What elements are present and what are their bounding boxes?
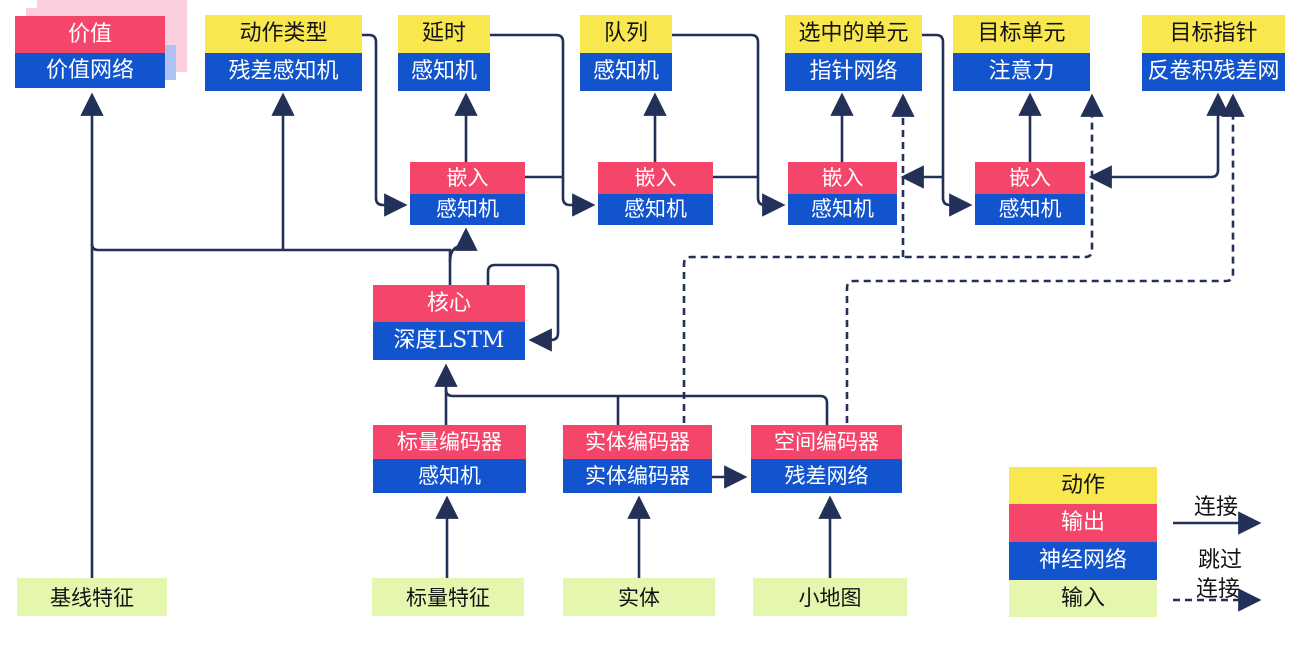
delay-network-label: 感知机 [398,53,490,91]
embed2-network-label: 感知机 [598,194,713,225]
spatial-encoder-network-label: 残差网络 [751,459,902,493]
edge-core-self-loop [486,263,560,352]
node-spatial-encoder: 空间编码器 残差网络 [751,425,902,493]
edge-embed4-target-point [1088,92,1230,189]
entity-encoder-label: 实体编码器 [563,425,712,459]
scalar-encoder-network-label: 感知机 [373,459,526,493]
edge-selected-units-to-embed4 [922,33,973,217]
node-minimap: 小地图 [753,578,907,616]
edge-core-branch-horizontal [90,243,452,285]
node-embed2: 嵌入 感知机 [598,162,713,225]
node-embed4: 嵌入 感知机 [975,162,1085,225]
node-core: 核心 深度LSTM [373,285,525,360]
node-action-type: 动作类型 残差感知机 [205,15,362,91]
node-scalar-encoder: 标量编码器 感知机 [373,425,526,493]
selected-units-label: 选中的单元 [785,15,922,53]
value-output-label: 价值 [15,16,165,53]
node-target-unit: 目标单元 注意力 [953,15,1090,91]
node-delay: 延时 感知机 [398,15,490,91]
embed2-label: 嵌入 [598,162,713,194]
node-baseline-features: 基线特征 [17,578,167,616]
node-entities: 实体 [563,578,715,616]
node-queue: 队列 感知机 [580,15,672,91]
spatial-encoder-label: 空间编码器 [751,425,902,459]
node-value: 价值 价值网络 [15,16,165,88]
edge-action-type-to-embed1 [362,33,408,217]
embed4-label: 嵌入 [975,162,1085,194]
core-label: 核心 [373,285,525,322]
skip-entity-to-target-unit [682,93,1104,423]
node-scalar-features: 标量特征 [372,578,524,616]
edge-core-to-embed1 [448,227,478,263]
embed4-network-label: 感知机 [975,194,1085,225]
edge-encoder-merge-horizontal [444,389,829,425]
legend-output-label: 输出 [1009,504,1157,542]
entity-encoder-network-label: 实体编码器 [563,459,712,493]
embed1-label: 嵌入 [410,162,525,194]
legend-input-label: 输入 [1009,580,1157,617]
queue-network-label: 感知机 [580,53,672,91]
queue-label: 队列 [580,15,672,53]
target-unit-label: 目标单元 [953,15,1090,53]
node-selected-units: 选中的单元 指针网络 [785,15,922,91]
selected-units-network-label: 指针网络 [785,53,922,91]
edge-delay-to-embed2 [490,33,596,217]
legend-action-label: 动作 [1009,467,1157,504]
embed3-label: 嵌入 [788,162,897,194]
target-point-label: 目标指针 [1142,15,1285,53]
edge-queue-to-embed3 [672,33,786,217]
node-embed3: 嵌入 感知机 [788,162,897,225]
target-unit-network-label: 注意力 [953,53,1090,91]
legend-connection-label: 连接 [1194,495,1239,520]
scalar-encoder-label: 标量编码器 [373,425,526,459]
action-type-label: 动作类型 [205,15,362,53]
embed1-network-label: 感知机 [410,194,525,225]
value-network-label: 价值网络 [15,53,165,88]
action-type-network-label: 残差感知机 [205,53,362,91]
core-network-label: 深度LSTM [373,322,525,360]
node-entity-encoder: 实体编码器 实体编码器 [563,425,712,493]
delay-label: 延时 [398,15,490,53]
legend-skip-label-line1: 跳过 [1198,548,1243,573]
node-target-point: 目标指针 反卷积残差网 [1142,15,1285,91]
legend-network-label: 神经网络 [1009,542,1157,580]
legend-skip-label-line2: 连接 [1196,577,1241,602]
legend-color-key: 动作 输出 神经网络 输入 [1009,467,1157,617]
embed3-network-label: 感知机 [788,194,897,225]
skip-spatial-to-target-point [845,93,1245,423]
node-embed1: 嵌入 感知机 [410,162,525,225]
target-point-network-label: 反卷积残差网 [1142,53,1285,91]
